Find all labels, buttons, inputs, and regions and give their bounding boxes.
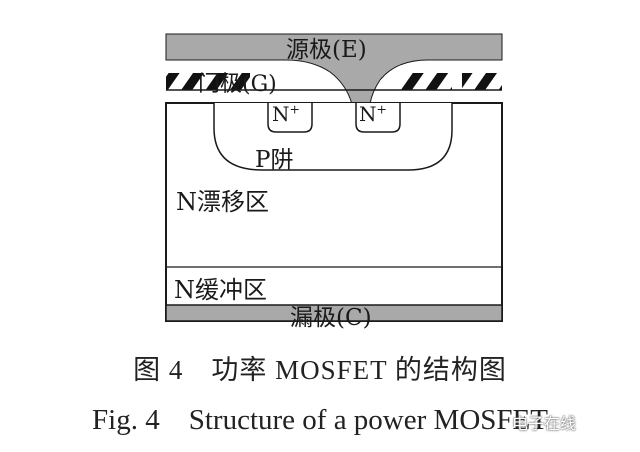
nplus-letter: N: [359, 102, 377, 126]
gate-oxide-left: [166, 73, 250, 90]
nplus-superscript: +: [289, 101, 300, 117]
drain-metal: [165, 304, 503, 322]
n-drift-label: N漂移区: [176, 188, 269, 216]
caption-chinese: 图 4 功率 MOSFET 的结构图: [133, 355, 507, 385]
nplus-label-left: N+: [272, 102, 300, 126]
nplus-region-left: [267, 103, 313, 133]
caption-english: Fig. 4 Structure of a power MOSFET: [92, 404, 548, 436]
drain-label: 漏极(C): [290, 305, 372, 331]
gate-oxide-right-b: [462, 73, 502, 90]
nplus-letter: N: [272, 102, 290, 126]
watermark-text: 电子在线: [512, 414, 577, 433]
p-well-label: P阱: [255, 147, 294, 173]
gate-oxide-right-a: [400, 73, 452, 90]
nplus-label-right: N+: [359, 102, 387, 126]
nplus-superscript: +: [376, 101, 387, 117]
n-buffer-label: N缓冲区: [174, 276, 267, 304]
gate-label: 门极(G): [198, 72, 277, 97]
p-well: [213, 103, 453, 171]
nplus-region-right: [355, 103, 401, 133]
source-label: 源极(E): [286, 37, 367, 63]
